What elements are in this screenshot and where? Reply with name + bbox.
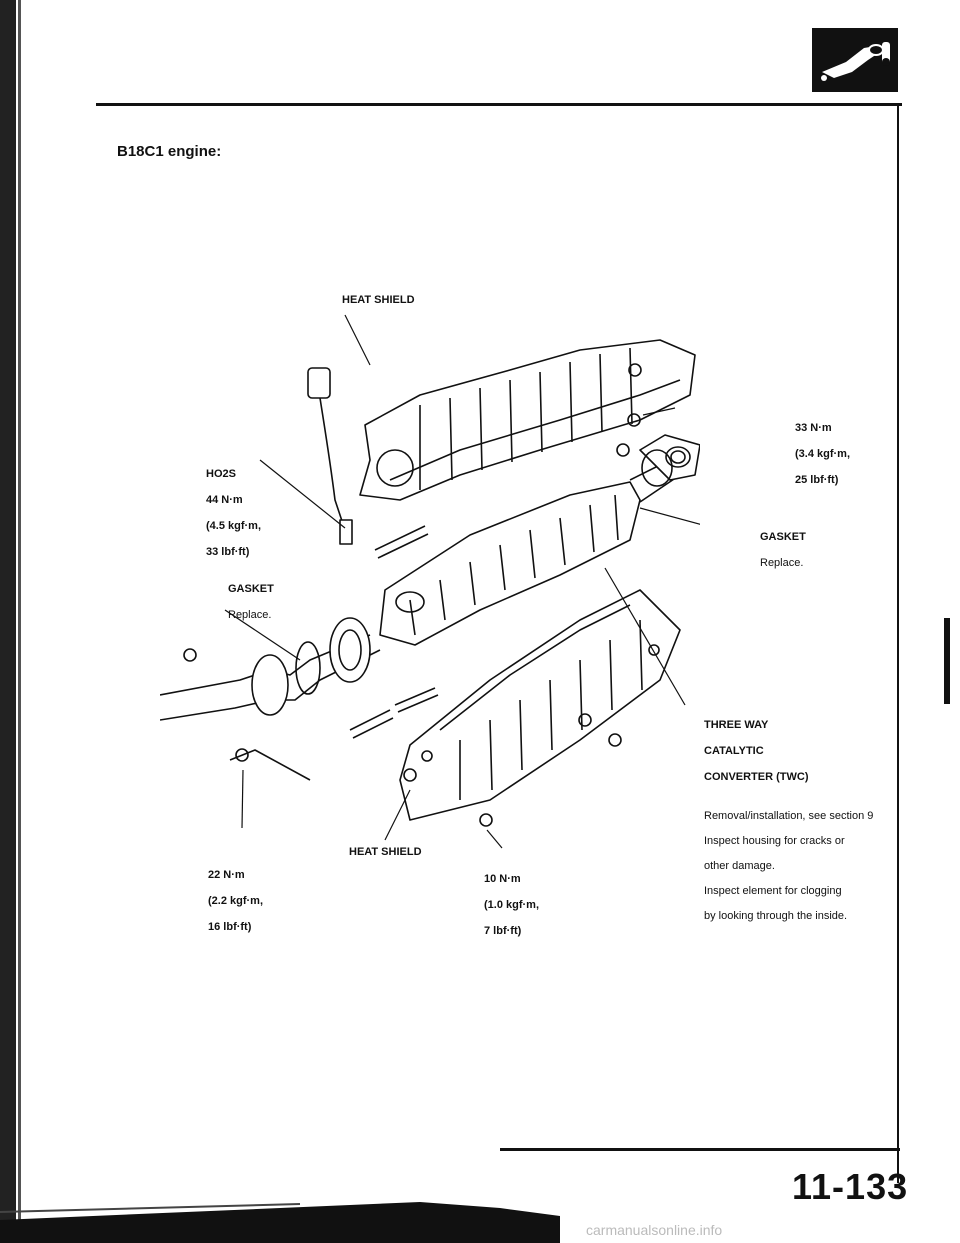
ho2s-torque-line: (4.5 kgf·m,	[206, 520, 262, 532]
watermark: carmanualsonline.info	[586, 1222, 723, 1238]
ho2s-sensor	[307, 367, 353, 545]
bottom-rule	[500, 1148, 900, 1151]
twc-note-line: by looking through the inside.	[704, 909, 848, 922]
torque-line: 22 N·m	[208, 869, 245, 881]
gasket-note: Replace.	[760, 557, 804, 569]
gasket-title: GASKET	[228, 583, 274, 595]
left-binding-bar	[0, 0, 16, 1243]
label-twc: THREE WAY CATALYTIC CONVERTER (TWC) Remo…	[704, 706, 873, 935]
front-pipe	[160, 617, 381, 781]
gasket-title: GASKET	[760, 531, 806, 543]
label-heat-shield-top: HEAT SHIELD	[342, 294, 415, 306]
label-torque-10: 10 N·m (1.0 kgf·m, 7 lbf·ft)	[484, 860, 539, 951]
label-gasket-right: GASKET Replace.	[760, 518, 806, 583]
twc-note-line: other damage.	[704, 859, 775, 872]
twc-title-line: CONVERTER (TWC)	[704, 771, 809, 783]
exhaust-pipe-icon	[812, 28, 898, 92]
lower-heat-shield	[399, 589, 681, 821]
label-gasket-left: GASKET Replace.	[228, 570, 274, 635]
ho2s-torque-line: 33 lbf·ft)	[206, 546, 250, 558]
torque-line: 33 N·m	[795, 422, 832, 434]
catalytic-converter	[379, 434, 700, 646]
twc-note-line: Inspect element for clogging	[704, 884, 842, 897]
label-torque-33: 33 N·m (3.4 kgf·m, 25 lbf·ft)	[795, 409, 850, 500]
bottom-binding-strip	[0, 1202, 560, 1243]
upper-heat-shield	[359, 339, 696, 501]
gasket-note: Replace.	[228, 609, 272, 621]
leader-lines	[224, 314, 700, 849]
studs	[183, 413, 641, 827]
twc-title-line: CATALYTIC	[704, 745, 764, 757]
top-rule	[96, 103, 902, 106]
torque-line: 10 N·m	[484, 873, 521, 885]
torque-line: 7 lbf·ft)	[484, 925, 522, 937]
torque-line: (2.2 kgf·m,	[208, 895, 264, 907]
right-rule	[897, 103, 899, 1183]
twc-title-line: THREE WAY	[704, 719, 769, 731]
label-heat-shield-bottom: HEAT SHIELD	[349, 846, 422, 858]
torque-line: (1.0 kgf·m,	[484, 899, 540, 911]
twc-note-line: Inspect housing for cracks or	[704, 834, 845, 847]
engine-title: B18C1 engine:	[117, 143, 222, 160]
ho2s-torque-line: 44 N·m	[206, 494, 243, 506]
twc-note-line: Removal/installation, see section 9	[704, 809, 874, 822]
torque-line: 25 lbf·ft)	[795, 474, 839, 486]
torque-line: (3.4 kgf·m,	[795, 448, 851, 460]
label-ho2s: HO2S 44 N·m (4.5 kgf·m, 33 lbf·ft)	[206, 455, 261, 572]
page-edge-mark	[944, 618, 950, 704]
exhaust-diagram	[160, 314, 700, 849]
left-binding-line	[18, 0, 21, 1243]
ho2s-title: HO2S	[206, 468, 236, 480]
torque-line: 16 lbf·ft)	[208, 921, 252, 933]
label-torque-22: 22 N·m (2.2 kgf·m, 16 lbf·ft)	[208, 856, 263, 947]
page-number: 11-133	[792, 1166, 909, 1207]
